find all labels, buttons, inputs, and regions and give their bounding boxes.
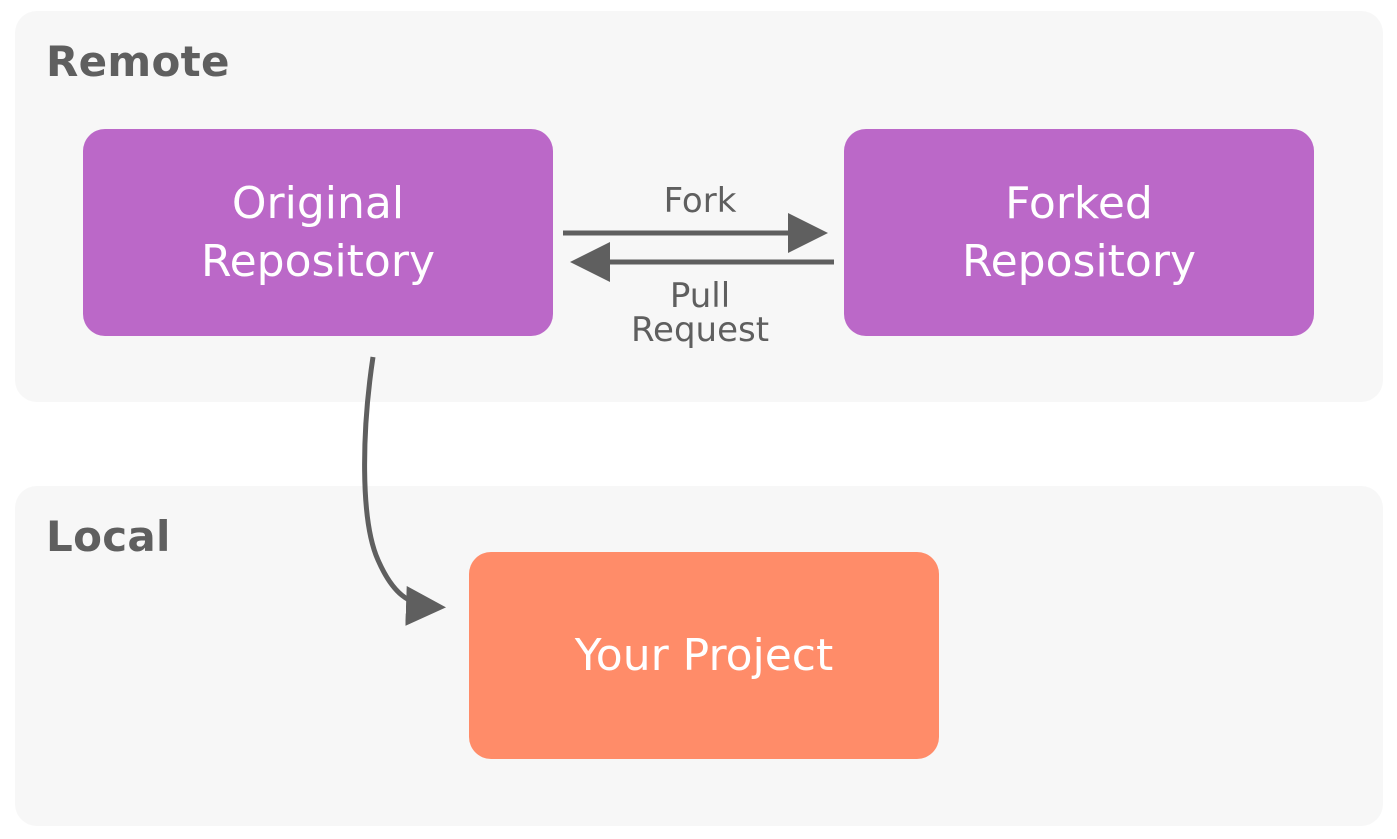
your-project-label: Your Project xyxy=(574,629,834,681)
local-group-title: Local xyxy=(46,512,171,561)
forked-repository-label: Forked Repository xyxy=(962,177,1196,287)
your-project-node: Your Project xyxy=(469,552,939,759)
original-repository-node: Original Repository xyxy=(83,129,553,336)
pull-request-label: Pull Request xyxy=(630,276,770,350)
forked-repository-node: Forked Repository xyxy=(844,129,1314,336)
fork-label: Fork xyxy=(663,181,737,221)
local-group: Local xyxy=(15,486,1383,826)
original-repository-label: Original Repository xyxy=(201,177,435,287)
remote-group-title: Remote xyxy=(46,37,230,86)
